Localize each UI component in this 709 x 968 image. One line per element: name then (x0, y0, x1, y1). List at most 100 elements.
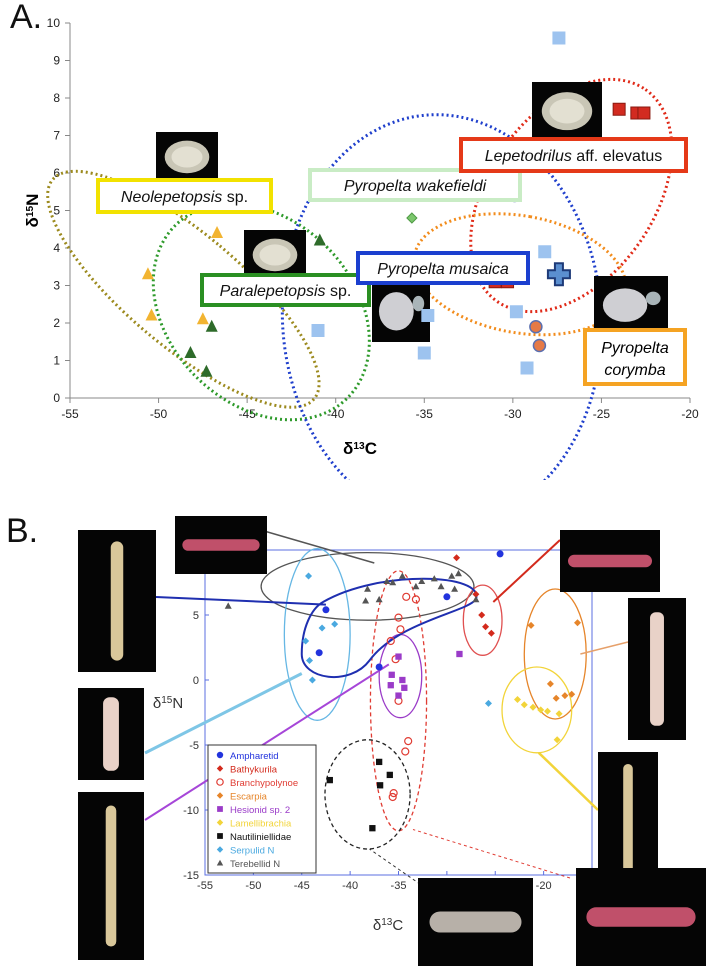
b-x-tick-label: -45 (294, 880, 310, 892)
a-photo-paralepetopsis (244, 230, 306, 278)
a-point-6 (546, 262, 571, 287)
chart-a: -55-50-45-40-35-30-25-20012345678910δ13C… (23, 16, 699, 480)
b-x-axis-title: δ13C (373, 917, 403, 935)
a-y-tick-label: 7 (53, 129, 60, 143)
b-point-3 (527, 621, 535, 629)
b-point-2 (388, 792, 397, 802)
a-y-tick-label: 10 (47, 16, 61, 30)
a-point-3 (417, 346, 431, 360)
a-point-1 (205, 319, 218, 332)
a-x-tick-label: -35 (416, 407, 434, 421)
b-point-0 (496, 550, 504, 558)
a-y-tick-label: 0 (53, 391, 60, 405)
a-y-tick-label: 5 (53, 204, 60, 218)
a-photo-paralepetopsis-shell-inner (259, 244, 291, 266)
b-ellipse (523, 588, 587, 720)
b-point-1 (453, 554, 461, 562)
b-point-8 (389, 579, 397, 586)
b-photo-escarpia (628, 598, 686, 740)
b-point-8 (398, 572, 406, 579)
b-point-5 (553, 736, 561, 744)
b-point-0 (322, 606, 330, 614)
a-point-3 (520, 361, 534, 375)
b-y-tick-label: -15 (183, 870, 199, 882)
b-legend-label: Branchypolynoe (230, 778, 298, 789)
b-point-5 (514, 696, 522, 703)
a-group-label-4: Lepetodrilus aff. elevatus (485, 148, 663, 165)
a-point-4 (637, 106, 651, 120)
a-group-label-1: Paralepetopsis sp. (220, 283, 352, 300)
b-point-4 (456, 650, 463, 658)
a-group-label-5-line1: Pyropelta (601, 340, 669, 357)
a-photo-pyropelta-corymba (594, 276, 668, 332)
b-photo-branchypolynoe (576, 868, 706, 966)
b-point-0 (443, 593, 451, 601)
b-leader-line (155, 596, 326, 606)
a-photo-neolepetopsis (156, 132, 218, 180)
panel-label-a: A. (10, 0, 43, 36)
a-photo-neolepetopsis-shell-inner (171, 146, 203, 168)
b-legend-marker (216, 765, 224, 772)
a-y-tick-label: 1 (53, 354, 60, 368)
b-point-3 (546, 680, 554, 688)
a-point-4 (612, 102, 626, 116)
b-photo-hesionid-body (105, 805, 117, 947)
b-y-axis-title: δ15N (153, 695, 183, 713)
b-photo-escarpia-body (650, 612, 664, 726)
a-group-label-2: Pyropelta wakefieldi (344, 178, 487, 195)
b-point-8 (454, 569, 462, 577)
a-x-tick-label: -55 (61, 407, 79, 421)
b-point-8 (362, 597, 370, 604)
b-point-6 (369, 825, 376, 832)
a-ellipse (412, 212, 628, 337)
b-point-8 (364, 585, 372, 592)
b-point-1 (472, 590, 480, 598)
b-legend-marker (216, 778, 224, 786)
a-point-3 (509, 305, 523, 319)
b-ampharetid-outline (300, 577, 478, 679)
a-ellipse (151, 202, 371, 422)
b-legend-marker (216, 819, 224, 826)
b-legend-label: Lamellibrachia (230, 819, 292, 830)
a-x-axis-title: δ13C (343, 439, 377, 458)
b-point-4 (399, 676, 406, 684)
b-point-3 (568, 690, 576, 698)
b-photo-terebellid (175, 516, 267, 574)
a-point-0 (196, 312, 209, 325)
a-photo-pyropelta-corymba-shell (602, 288, 648, 322)
b-x-tick-label: -50 (245, 880, 261, 892)
b-photo-serpulid-body (103, 697, 119, 771)
b-point-8 (437, 582, 445, 590)
a-photo-lepetodrilus (532, 82, 602, 138)
b-point-5 (529, 703, 537, 711)
a-point-3 (311, 324, 325, 337)
a-x-tick-label: -40 (327, 407, 345, 421)
a-x-tick-label: -30 (504, 407, 522, 421)
b-ellipse (369, 570, 428, 832)
b-point-8 (383, 577, 391, 584)
b-point-7 (302, 637, 310, 645)
b-point-4 (395, 692, 402, 699)
b-point-6 (386, 771, 393, 779)
b-legend-label: Bathykurila (230, 765, 278, 776)
b-point-0 (375, 663, 383, 671)
b-x-tick-label: -20 (536, 880, 552, 892)
a-y-tick-label: 9 (53, 54, 60, 68)
b-photo-lamellibrachia-body (623, 764, 633, 890)
b-leader-line (492, 539, 561, 603)
b-point-2 (386, 636, 395, 646)
b-point-7 (308, 676, 316, 684)
b-point-5 (537, 706, 545, 714)
b-point-7 (484, 699, 492, 707)
b-x-tick-label: -35 (391, 880, 407, 892)
a-ellipse (46, 169, 321, 409)
b-point-2 (396, 625, 405, 634)
b-y-tick-label: -10 (183, 805, 199, 817)
b-y-tick-label: -5 (189, 740, 199, 752)
b-leader-line (144, 672, 303, 755)
a-point-3 (552, 31, 566, 45)
b-legend-label: Ampharetid (230, 751, 279, 762)
b-point-5 (543, 707, 551, 715)
chart-b: -55-50-45-40-35-30-25-20-15-15-10-505δ13… (78, 516, 706, 966)
